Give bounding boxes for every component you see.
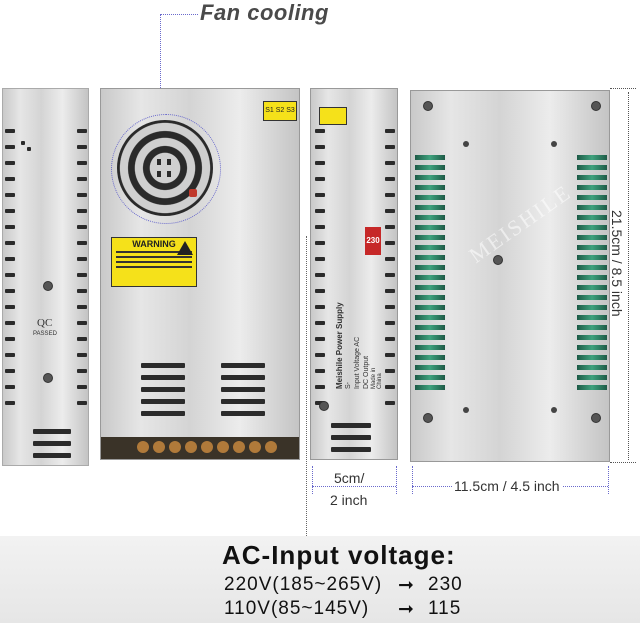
callout-line-horizontal	[160, 14, 198, 15]
leader-line	[306, 236, 307, 536]
callout-line-vertical	[160, 14, 161, 114]
width-label: 11.5cm / 4.5 inch	[452, 478, 562, 494]
spec-band	[0, 536, 640, 623]
depth-label-line2: 2 inch	[330, 492, 368, 508]
bottom-panel: MEISHILE	[410, 90, 610, 462]
screw	[43, 373, 53, 383]
screw	[591, 101, 601, 111]
warning-title: WARNING	[132, 239, 176, 249]
depth-dimension-line	[312, 486, 396, 487]
screw	[423, 413, 433, 423]
side-sticker	[319, 107, 347, 125]
fan-cooling-label: Fan cooling	[200, 0, 329, 25]
fan-highlight-ring	[111, 114, 221, 224]
qc-passed-label: PASSED	[33, 331, 57, 337]
spec-title: AC-Input voltage:	[222, 540, 456, 570]
spec-row-input: 110V(85~145V)	[224, 598, 370, 619]
screw	[591, 413, 601, 423]
front-panel: S1 S2 S3 WARNING	[100, 88, 300, 460]
spec-row-setting: 115	[428, 598, 462, 619]
spec-row-setting: 230	[428, 574, 463, 595]
voltage-selector-switch: 230	[365, 227, 381, 255]
arrow-right-icon: ➞	[398, 599, 414, 620]
height-label: 21.5cm / 8.5 inch	[609, 210, 625, 317]
spec-row-input: 220V(185~265V)	[224, 574, 383, 595]
left-side-panel: QC PASSED	[2, 88, 89, 466]
brand-line: Meishile Power Supply	[335, 302, 344, 389]
depth-label-line1: 5cm/	[334, 470, 365, 486]
watermark: MEISHILE	[464, 179, 576, 268]
terminal-block	[101, 437, 299, 459]
screw	[423, 101, 433, 111]
input-voltage-line: Input Voltage AC	[354, 336, 361, 389]
height-dimension-line	[628, 92, 629, 460]
warning-triangle-icon	[177, 241, 193, 255]
screw	[43, 281, 53, 291]
model-line: S-	[345, 382, 352, 389]
fan-wire	[189, 189, 197, 197]
made-in-label: Made in China	[371, 367, 383, 389]
arrow-right-icon: ➞	[398, 575, 414, 596]
screw	[493, 255, 503, 265]
qc-label: QC	[37, 317, 53, 329]
screw	[319, 401, 329, 411]
dc-output-line: DC Output	[363, 355, 370, 389]
fan-grille	[117, 120, 213, 216]
right-side-panel: 230 Meishile Power Supply S- Input Volta…	[310, 88, 398, 460]
rating-label: Meishile Power Supply S- Input Voltage A…	[335, 249, 395, 389]
top-sticker: S1 S2 S3	[263, 101, 297, 121]
